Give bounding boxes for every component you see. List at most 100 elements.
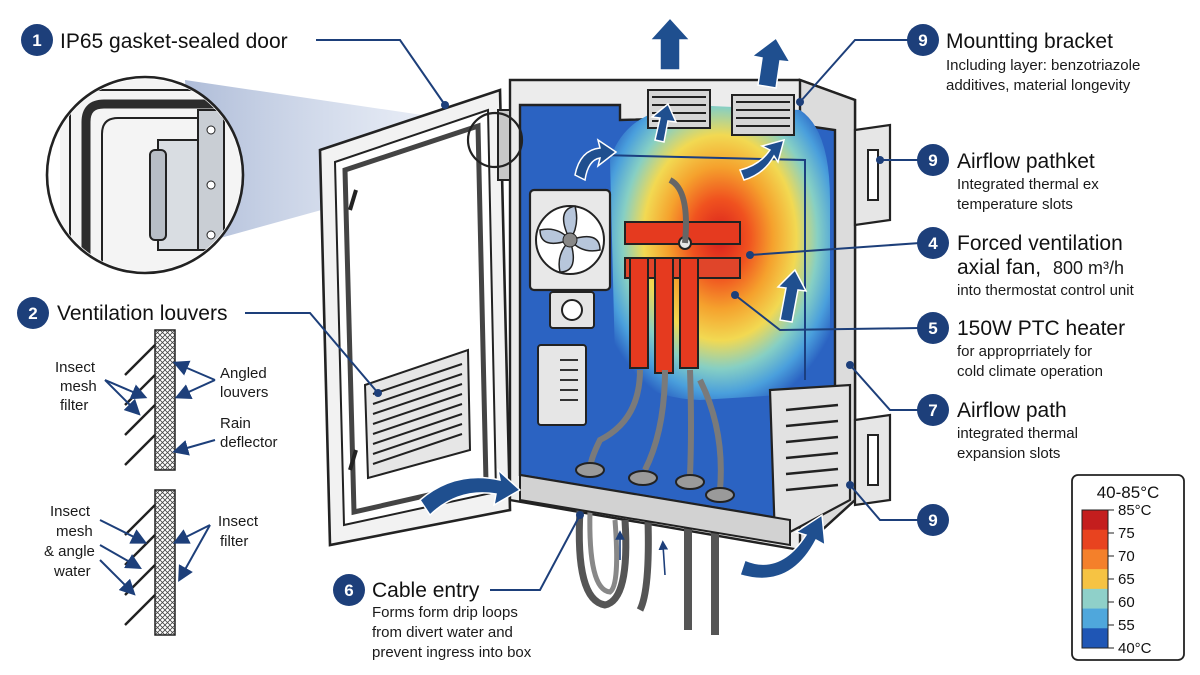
- hinge-highlight: [466, 111, 524, 169]
- callout-number: 9: [928, 151, 937, 170]
- label-rain: Rain: [220, 415, 251, 432]
- label-water-b: water: [53, 563, 91, 580]
- callout-title: Mountting bracket: [946, 30, 1113, 53]
- callout-airflow-pathket: 9 Airflow pathket Integrated thermal ex …: [917, 144, 1099, 213]
- callout-title: Forced ventilation: [957, 232, 1123, 255]
- callout-number: 5: [928, 319, 937, 338]
- airflow-arrows: [419, 16, 826, 580]
- callout-line-2: cold climate operation: [957, 363, 1103, 380]
- callout-number: 6: [344, 581, 353, 600]
- control-box: [537, 344, 587, 426]
- callout-line-2: temperature slots: [957, 196, 1073, 213]
- louver-pointers: [99, 360, 216, 596]
- callout-line-1: Forms form drip loops: [372, 604, 518, 621]
- callout-number: 1: [32, 31, 41, 50]
- label-filter: filter: [60, 397, 88, 414]
- cable-glands: [575, 462, 735, 503]
- label-angle-b: & angle: [44, 543, 95, 560]
- louver-labels-bottom: Insect mesh & angle water Insect filter: [44, 503, 259, 580]
- callout-title-2: axial fan,: [957, 256, 1041, 279]
- legend-tick-label: 65: [1118, 571, 1135, 588]
- label-louvers: louvers: [220, 384, 268, 401]
- label-mesh: mesh: [60, 378, 97, 395]
- callout-number: 7: [928, 401, 937, 420]
- top-vent-left: [647, 89, 711, 129]
- callout-line-1: Including layer: benzotriazole: [946, 57, 1140, 74]
- callout-line-2: expansion slots: [957, 445, 1060, 462]
- label-mesh-b: mesh: [56, 523, 93, 540]
- callout-number: 9: [928, 511, 937, 530]
- label-insect: Insect: [55, 359, 96, 376]
- top-vents: [647, 89, 795, 136]
- arrow-top-interior-2: [738, 138, 786, 181]
- temperature-legend: 40-85°C 85°C 75 70 65 60 55 40°C: [1071, 474, 1185, 661]
- door-louver: [363, 348, 472, 480]
- callout-number: 2: [28, 304, 37, 323]
- legend-swatch: [1082, 529, 1108, 550]
- arrow-interior-right: [776, 268, 808, 323]
- callout-louvers: 2 Ventilation louvers: [17, 297, 227, 329]
- callout-title: Airflow path: [957, 399, 1067, 422]
- callout-title: Airflow pathket: [957, 150, 1095, 173]
- mounting-bracket-top: [853, 123, 892, 227]
- mounting-bracket-bottom: [853, 413, 892, 507]
- arrow-top-interior: [650, 102, 678, 143]
- fan-flow-value: 800 m³/h: [1053, 258, 1124, 278]
- enclosure-door: [318, 88, 512, 547]
- callout-title: Cable entry: [372, 579, 480, 602]
- legend-swatch: [1082, 549, 1108, 570]
- legend-swatch: [1082, 608, 1108, 629]
- callout-number: 4: [928, 234, 938, 253]
- callout-door: 1 IP65 gasket-sealed door: [21, 24, 288, 56]
- legend-tick-label: 40°C: [1118, 640, 1152, 657]
- callout-cable-entry: 6 Cable entry Forms form drip loops from…: [333, 574, 532, 661]
- legend-swatch: [1082, 588, 1108, 610]
- callout-mounting-bracket: 9 Mountting bracket Including layer: ben…: [907, 24, 1140, 94]
- legend-tick-label: 75: [1118, 525, 1135, 542]
- callout-fan: 4 Forced ventilation axial fan, 800 m³/h…: [917, 227, 1135, 299]
- legend-tick-label: 70: [1118, 548, 1135, 565]
- legend-color-bar: [1081, 509, 1109, 649]
- callout-number: 9: [918, 31, 927, 50]
- louver-detail-top: [124, 329, 176, 471]
- legend-ticks: 85°C 75 70 65 60 55 40°C: [1108, 502, 1152, 657]
- callout-heater: 5 150W PTC heater for approprriately for…: [917, 312, 1125, 380]
- label-insect-b: Insect: [50, 503, 91, 520]
- label-deflector: deflector: [220, 434, 278, 451]
- gasket-detail-magnifier: [45, 75, 245, 275]
- callout-line-2: additives, material longevity: [946, 77, 1131, 94]
- callout-airflow-path: 7 Airflow path integrated thermal expans…: [917, 394, 1078, 462]
- callout-line-1: integrated thermal: [957, 425, 1078, 442]
- arrow-fan-top: [574, 138, 618, 182]
- legend-swatch: [1082, 628, 1108, 649]
- callout-title: Ventilation louvers: [57, 302, 227, 325]
- arrow-up-left: [648, 16, 692, 71]
- callout-line-3: prevent ingress into box: [372, 644, 532, 661]
- callout-line-1: Integrated thermal ex: [957, 176, 1099, 193]
- legend-swatch: [1082, 510, 1108, 531]
- legend-title: 40-85°C: [1097, 483, 1160, 502]
- label-angled: Angled: [220, 365, 267, 382]
- louver-labels-top: Insect mesh filter Angled louvers Rain d…: [55, 359, 278, 451]
- legend-tick-label: 60: [1118, 594, 1135, 611]
- side-louver-right: [768, 383, 852, 542]
- callout-title: IP65 gasket-sealed door: [60, 30, 288, 53]
- callout-title: 150W PTC heater: [957, 317, 1125, 340]
- legend-tick-label: 55: [1118, 617, 1135, 634]
- legend-swatch: [1082, 569, 1108, 590]
- callout-line-1: for approprriately for: [957, 343, 1092, 360]
- cable-flow-arrows: [615, 530, 669, 576]
- callout-line-2: from divert water and: [372, 624, 513, 641]
- callout-bracket-bottom: 9: [917, 504, 949, 536]
- arrow-up-right: [750, 36, 792, 89]
- bottom-plate: [519, 473, 791, 547]
- leader-lines: [245, 39, 921, 591]
- label-insect-filter-1: Insect: [218, 513, 259, 530]
- arrow-bottom-right: [739, 513, 826, 580]
- top-vent-right: [731, 94, 795, 136]
- axial-fan: [528, 188, 612, 292]
- callout-line-1: into thermostat control unit: [957, 282, 1135, 299]
- label-insect-filter-2: filter: [220, 533, 248, 550]
- legend-tick-label: 85°C: [1118, 502, 1152, 519]
